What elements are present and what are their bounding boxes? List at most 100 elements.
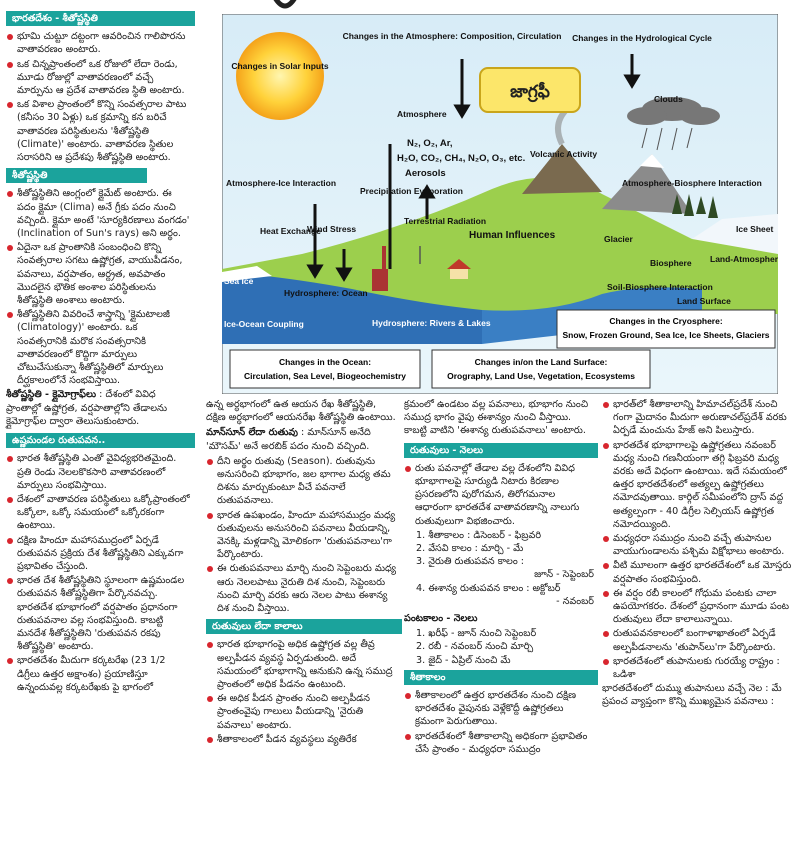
label-volcanic: Volcanic Activity	[530, 149, 597, 159]
list-item: 1. ఖరీఫ్ - జూన్ నుంచి సెప్టెంబర్	[416, 628, 537, 640]
definition-term: శీతోష్ణస్థితి - క్లైమోగ్రాఫ్‌లు	[6, 389, 97, 401]
arrows	[306, 54, 641, 282]
bullet: భారత శీతోష్ణస్థితి ఎంతో వైవిధ్యభరితమైంది…	[6, 452, 190, 492]
section-header-climate-india: భారతదేశం - శీతోష్ణస్థితి	[6, 11, 195, 27]
label-land-atm: Land-Atmosphere Interaction	[710, 254, 778, 264]
label-ocean-1: Changes in the Ocean:	[279, 357, 371, 367]
column-1: భారతదేశం - శీతోష్ణస్థితి భూమి చుట్టూ దట్…	[6, 8, 195, 695]
label-land-1: Changes in/on the Land Surface:	[475, 357, 608, 367]
label-ice-ocean: Ice-Ocean Coupling	[224, 319, 304, 329]
list-item: 1. శీతాకాలం : డిసెంబర్ - ఫిబ్రవరి	[416, 529, 542, 541]
bullet: భారతదేశంలో శీతాకాలాన్ని అధికంగా ప్రభావిత…	[404, 730, 594, 756]
label-hydro-ocean: Hydrosphere: Ocean	[284, 288, 368, 298]
jagrafi-badge	[479, 67, 581, 113]
label-sea-ice: Sea Ice	[224, 276, 254, 286]
definition-text: : మాన్‌సూన్ అనేది 'మౌసమ్' అనే అరబిక్ పదం…	[206, 427, 371, 452]
label-aerosols: Aerosols	[405, 168, 446, 179]
label-terrestrial: Terrestrial Radiation	[404, 216, 486, 226]
bullet: శీతాకాలంలో పీడన వ్యవస్థలు వ్యతిరేక	[206, 733, 398, 746]
bullet: భారత ఉపఖండం, హిందూ మహాసముద్రం మధ్య రుతువ…	[206, 509, 398, 562]
section-header-seasons: రుతువులు లేదా కాలాలు	[206, 619, 403, 635]
bullet: దక్షిణ హిందూ మహాసముద్రంలో ఏర్పడే రుతుపవన…	[6, 534, 190, 574]
bullet: భారత్‌లో శీతాకాలాన్ని హిమాచల్‌ప్రదేశ్ ను…	[602, 398, 794, 438]
label-solar: Changes in Solar Inputs	[231, 61, 329, 71]
definition-term: మాన్‌సూన్ లేదా రుతువు	[206, 427, 298, 439]
seasons-list: 1. శీతాకాలం : డిసెంబర్ - ఫిబ్రవరి 2. వేస…	[416, 529, 594, 608]
section-header-climate: శీతోష్ణస్థితి	[6, 168, 147, 184]
bullet: రుతుపవనకాలంలో బంగాళాఖాతంలో ఏర్పడే అల్పపీ…	[602, 627, 794, 653]
label-atm-bio: Atmosphere-Biosphere Interaction	[622, 178, 762, 188]
bullet: ఏదైనా ఒక ప్రాంతానికి సంబంధించి కొన్ని సం…	[6, 241, 190, 307]
snowcap-shape	[640, 154, 664, 168]
list-item: 2. వేసవి కాలం : మార్చి - మే	[416, 543, 524, 555]
definition-text: : దేశంలో వివిధ ప్రాంతాల్లో ఉష్ణోగ్రత, వర…	[6, 389, 168, 427]
label-precip: Precipitation Evaporation	[360, 186, 463, 196]
label-ice-sheet: Ice Sheet	[736, 224, 773, 234]
bullet: భారతదేశ భూభాగాలపై ఉష్ణోగ్రతలు నవంబర్ మధ్…	[602, 439, 794, 531]
section-header-winter: శీతాకాలం	[404, 669, 599, 686]
list-item: - నవంబర్	[556, 595, 594, 607]
title-glyph-fragment	[273, 0, 297, 9]
bullet: భారతదేశంలో తుపానులకు గురయ్యే రాష్ట్రం : …	[602, 655, 794, 681]
rain-streaks	[641, 127, 693, 151]
bullet: శీతోష్ణస్థితిని ఆంగ్లంలో క్లైమేట్ అంటారు…	[6, 187, 190, 240]
factory-icon	[372, 269, 388, 291]
ice-sheet-shape	[692, 214, 778, 254]
column-4: భారత్‌లో శీతాకాలాన్ని హిమాచల్‌ప్రదేశ్ ను…	[602, 398, 794, 711]
sea-ice-shape	[222, 266, 272, 282]
label-gases-2: H₂O, CO₂, CH₄, N₂O, O₃, etc.	[397, 153, 525, 164]
bullet: ఒక విశాల ప్రాంతంలో కొన్ని సంవత్సరాల పాటు…	[6, 98, 190, 164]
house-icon	[447, 259, 471, 269]
label-land-surface: Land Surface	[677, 296, 731, 306]
bullet: శీతాకాలంలో ఉత్తర భారతదేశం నుంచి దక్షిణ భ…	[404, 689, 594, 729]
bullet: శీతోష్ణస్థితిని వివరించే శాస్త్రాన్ని 'క…	[6, 308, 190, 387]
bullet: భారతదేశం మీదుగా కర్కటరేఖ (23 1/2 డిగ్రీల…	[6, 654, 190, 694]
paragraph: భారతదేశంలో దుమ్ము తుపానులు వచ్చే నెల : మ…	[602, 683, 782, 708]
label-wind: Wind Stress	[307, 224, 356, 234]
paragraph: ఉన్న అర్ధభాగంలో ఉత ఆయన రేఖ శీతోష్ణస్థితి…	[206, 399, 396, 424]
land-change-box	[431, 349, 651, 389]
column-2: ఉన్న అర్ధభాగంలో ఉత ఆయన రేఖ శీతోష్ణస్థితి…	[206, 398, 403, 747]
bullet: రుతు పవనాల్లో తేడాల వల్ల దేశంలోని వివిధ …	[404, 462, 594, 528]
ocean-change-box	[229, 349, 421, 389]
crop-seasons-heading: పంటకాలం - నెలలు	[404, 613, 478, 625]
mountain-shape	[602, 154, 692, 214]
section-header-season-months: రుతువులు - నెలలు	[404, 442, 599, 458]
label-hydro-change: Changes in the Hydrological Cycle	[572, 33, 712, 43]
jagrafi-text: జాగ్రఫీ	[510, 81, 550, 103]
label-cryo-2: Snow, Frozen Ground, Sea Ice, Ice Sheets…	[562, 330, 769, 340]
bullet: వీటి మూలంగా ఉత్తర భారతదేశంలో ఒక మోస్తరు …	[602, 559, 794, 585]
list-item: 4. ఈశాన్య రుతుపవన కాలం : అక్టోబర్	[416, 582, 561, 594]
label-gases-1: N₂, O₂, Ar,	[407, 138, 453, 149]
definition: మాన్‌సూన్ లేదా రుతువు : మాన్‌సూన్ అనేది …	[206, 426, 398, 452]
ocean-shape	[222, 272, 482, 344]
forest-shape	[672, 194, 718, 218]
label-hydro-rivers: Hydrosphere: Rivers & Lakes	[372, 318, 491, 328]
label-heat: Heat Exchange	[260, 226, 321, 236]
bullet: ఈ అధిక పీడన ప్రాంతం నుంచి అల్పపీడన ప్రాం…	[206, 692, 398, 732]
definition: శీతోష్ణస్థితి - క్లైమోగ్రాఫ్‌లు : దేశంలో…	[6, 388, 190, 428]
bullet: ఈ రుతుపవనాలు మార్చి నుంచి సెప్టెంబరు మధ్…	[206, 562, 398, 615]
crops-list: 1. ఖరీఫ్ - జూన్ నుంచి సెప్టెంబర్ 2. రబీ …	[416, 627, 594, 667]
section-header-tropical-monsoon: ఉష్ణమండల రుతుపవన..	[6, 433, 195, 449]
land-surface-shape	[222, 177, 778, 314]
label-soil-bio: Soil-Biosphere Interaction	[607, 282, 713, 292]
list-item: 2. రబీ - నవంబర్ నుంచి మార్చి	[416, 641, 534, 653]
label-ocean-2: Circulation, Sea Level, Biogeochemistry	[244, 371, 406, 381]
bullet: దీని అర్థం రుతువు (Season). రుతువును అను…	[206, 455, 398, 508]
paragraph: క్రమంలో ఉండటం వల్ల పవనాలు, భూభాగం నుంచి …	[404, 399, 589, 437]
label-cryo-1: Changes in the Cryosphere:	[609, 316, 723, 326]
bullet: దేశంలో వాతావరణ పరిస్థితులు ఒక్కోప్రాంతంల…	[6, 493, 190, 533]
list-item: 3. నైరుతి రుతుపవన కాలం :	[416, 556, 524, 568]
column-3: క్రమంలో ఉండటం వల్ల పవనాలు, భూభాగం నుంచి …	[404, 398, 599, 757]
bullet: మధ్యధరా సముద్రం నుంచి వచ్చే తుపానుల వాయు…	[602, 532, 794, 558]
label-glacier: Glacier	[604, 234, 634, 244]
bullet: ఈ వర్షం రబీ కాలంలో గోధుమ పంటకు చాలా ఉపయో…	[602, 587, 794, 627]
bullet: భారత దేశ శీతోష్ణస్థితిని స్థూలంగా ఉష్ణమం…	[6, 574, 190, 653]
bullet: ఒక చిన్నప్రాంతంలో ఒక రోజులో లేదా రెండు, …	[6, 58, 190, 98]
clouds-icon	[627, 97, 720, 125]
label-atm-ice: Atmosphere-Ice Interaction	[226, 178, 336, 188]
sun-icon	[236, 32, 324, 120]
label-human: Human Influences	[469, 230, 556, 241]
label-clouds: Clouds	[654, 94, 683, 104]
